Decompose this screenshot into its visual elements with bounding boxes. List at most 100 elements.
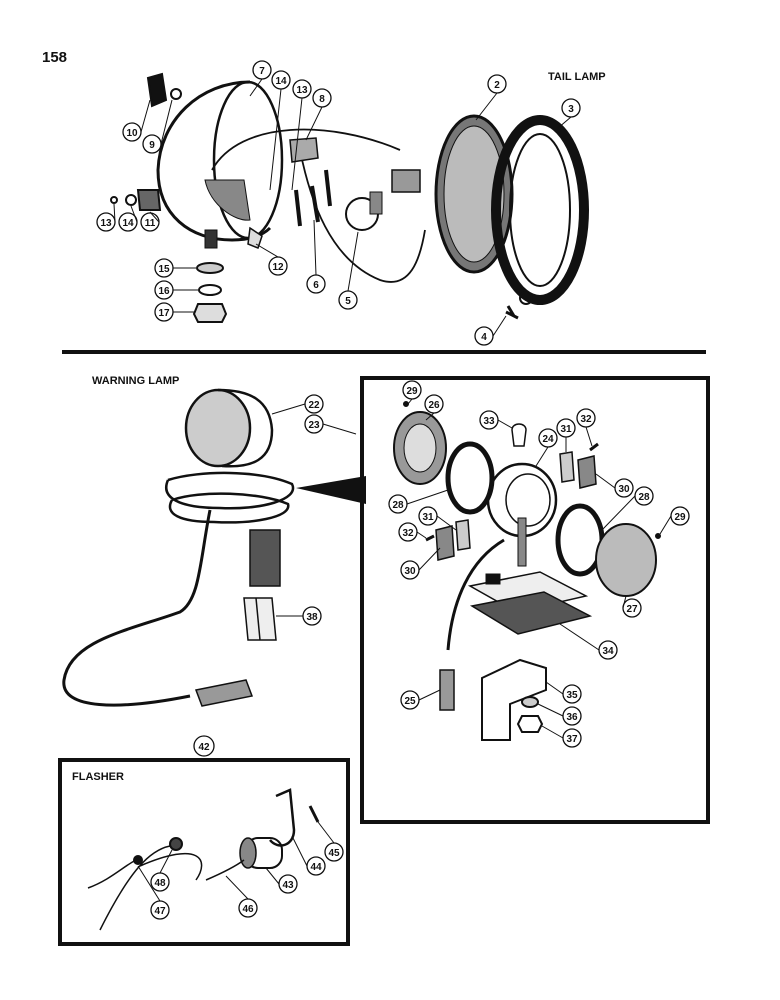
callout-30-right: 30 [618,484,630,495]
callout-22: 22 [308,400,320,411]
callout-28-left: 28 [392,500,404,511]
screw-4 [505,305,519,320]
warning-lamp-drawing [62,388,366,707]
flasher-group-callout: 42 [193,735,215,757]
mount-tab [485,573,501,585]
flasher-leaders [137,821,335,902]
lens-27 [595,523,657,597]
clip-31-right [559,451,575,483]
bulb-socket [369,191,383,215]
reflector-plate [249,529,281,587]
warning-lamp-face [184,388,252,468]
callout-16: 16 [158,286,170,297]
callout-pointer [296,476,366,504]
title-flasher: FLASHER [72,771,124,783]
callout-48: 48 [154,878,166,889]
callout-6: 6 [313,280,319,291]
screw-32-right [589,442,599,452]
callout-32-right: 32 [580,414,592,425]
screw-13 [110,196,118,204]
warning-lamp-cable [62,509,212,707]
flasher-base [239,837,257,869]
callout-44: 44 [310,862,322,873]
callout-34: 34 [602,646,614,657]
warning-lamp-plug [194,679,254,707]
callout-43: 43 [282,880,294,891]
callout-12: 12 [272,262,284,273]
exploded-view-frame [360,376,710,824]
callout-7: 7 [259,66,265,77]
callout-45: 45 [328,848,340,859]
gasket-28-left [445,441,495,515]
bushing-11 [136,189,162,211]
exploded-view-leaders [406,398,672,739]
title-warning-lamp: WARNING LAMP [92,375,179,387]
callout-29-left: 29 [406,386,418,397]
cable-25 [446,538,505,651]
bezel-inner [509,133,571,287]
flasher-terminal-48 [169,837,183,851]
knob-nut [170,88,182,100]
lens-26-inner [403,423,437,473]
callout-15: 15 [158,264,170,275]
housing-stud [517,517,527,567]
callout-38: 38 [306,612,318,623]
callout-17: 17 [158,308,170,319]
bezel-3 [491,115,589,305]
callout-46: 46 [242,904,254,915]
callout-14-bottom: 14 [122,218,134,229]
nut-37 [516,715,544,733]
housing-24-inner [505,473,551,527]
callout-29-right: 29 [674,512,686,523]
callout-2: 2 [494,80,500,91]
callout-3: 3 [568,104,574,115]
tail-lamp-drawing [110,72,589,323]
title-tail-lamp: TAIL LAMP [548,71,606,83]
callout-9: 9 [149,140,155,151]
wire-coil [165,471,295,524]
warning-lamp-callouts: 22 23 38 [302,394,324,626]
lamp-wiring [211,128,426,283]
exploded-view-drawing [393,401,661,741]
callout-25: 25 [404,696,416,707]
clip-31-left [455,519,471,551]
switch-knob [146,72,168,108]
warning-lamp-body [217,388,274,468]
lockwasher-16 [198,284,222,296]
callout-13-bottom: 13 [100,218,112,229]
callout-23: 23 [308,420,320,431]
lockwasher-36 [521,696,539,708]
bulb-33 [511,423,527,447]
flasher-frame [58,758,350,946]
callout-5: 5 [345,296,351,307]
callout-31-right: 31 [560,424,572,435]
screw-32-left [425,534,435,542]
washer-15 [196,262,224,274]
callout-42: 42 [198,742,210,753]
clip-30-left [435,525,455,561]
callout-8: 8 [319,94,325,105]
screw-29-left [403,401,409,407]
callout-11: 11 [145,218,156,229]
callout-14-top: 14 [275,76,287,87]
wire-leads-6 [294,169,332,227]
callout-47: 47 [154,906,166,917]
mount-clamp-44 [269,788,296,847]
exploded-view-callouts: 29 26 33 24 31 32 30 28 28 29 31 32 30 2… [388,380,690,748]
lead-end [133,855,143,865]
screw-45 [308,805,320,823]
nut-17 [192,303,228,323]
housing-stud [204,229,218,249]
lens-face [443,125,505,263]
terminal-block-8 [289,137,319,163]
screw-29-right [655,533,661,539]
callout-32-left: 32 [402,528,414,539]
plug-25 [439,669,455,711]
flasher-lead-46 [205,859,245,881]
callout-27: 27 [626,604,638,615]
callout-13-top: 13 [296,85,308,96]
ground-clip-12 [247,226,263,249]
clip-38 [243,597,277,641]
washer-14 [125,194,137,206]
